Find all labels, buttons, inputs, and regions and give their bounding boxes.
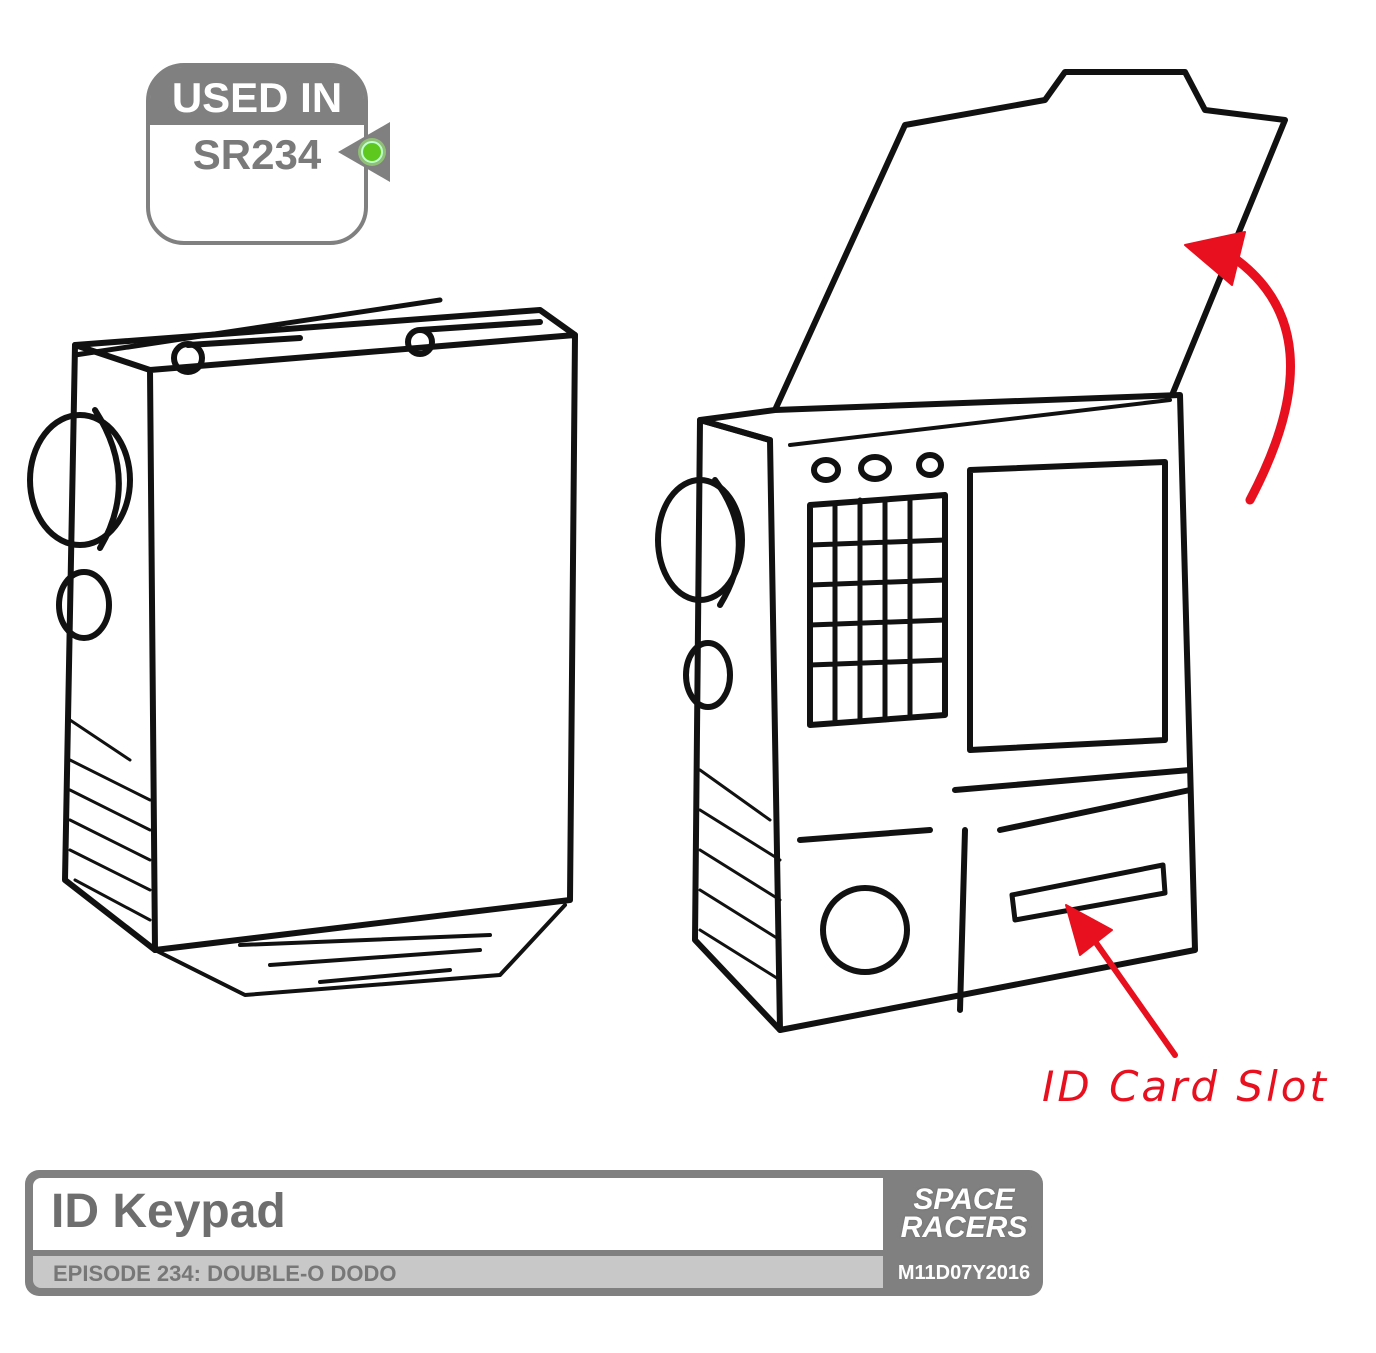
card-slot-arrow-icon [1065,904,1178,1058]
closed-keypad-sketch [27,297,578,997]
used-in-badge: USED IN SR234 [146,63,368,245]
badge-episode-code: SR234 [192,131,322,178]
title-bar: ID Keypad EPISODE 234: DOUBLE-O DODO SPA… [25,1170,1043,1296]
sketch-artwork [27,69,1295,1058]
badge-label: USED IN [150,67,364,125]
space-racers-logo: SPACE RACERS [891,1176,1037,1260]
subtitle-box: EPISODE 234: DOUBLE-O DODO [33,1256,883,1288]
open-lid-arrow-icon [1184,231,1295,505]
logo-line-2: RACERS [900,1211,1028,1244]
episode-label: EPISODE 234: DOUBLE-O DODO [53,1261,397,1286]
asset-title: ID Keypad [51,1185,286,1238]
title-box: ID Keypad [33,1178,883,1250]
open-keypad-sketch [655,69,1288,1033]
indicator-light-icon [338,122,390,182]
id-card-slot-label: ID Card Slot [1042,1062,1329,1111]
date-stamp: M11D07Y2016 [897,1262,1031,1284]
logo-line-1: SPACE [913,1183,1015,1216]
